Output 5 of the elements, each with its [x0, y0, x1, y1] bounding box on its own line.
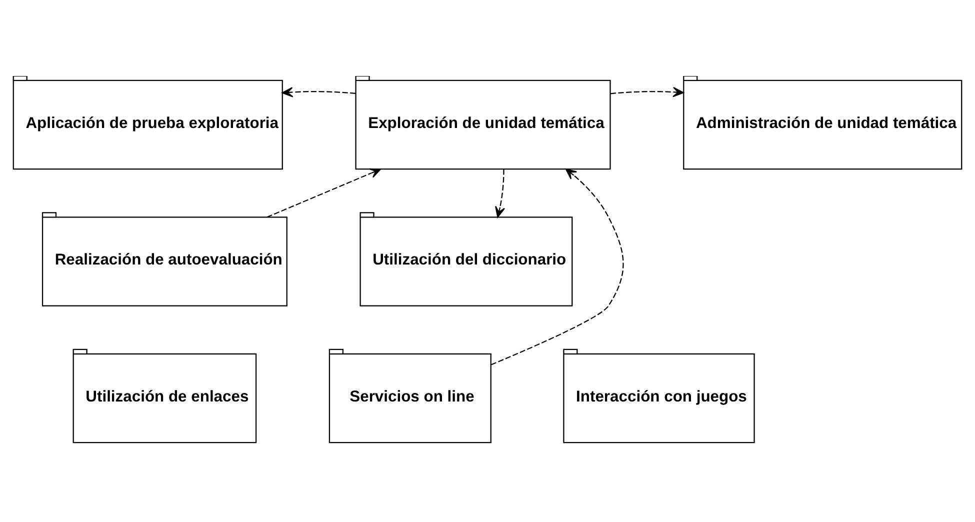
arrow	[490, 168, 624, 365]
arrow	[495, 168, 505, 218]
arrow	[282, 86, 356, 97]
arrow	[610, 86, 684, 97]
arrow	[266, 168, 382, 218]
